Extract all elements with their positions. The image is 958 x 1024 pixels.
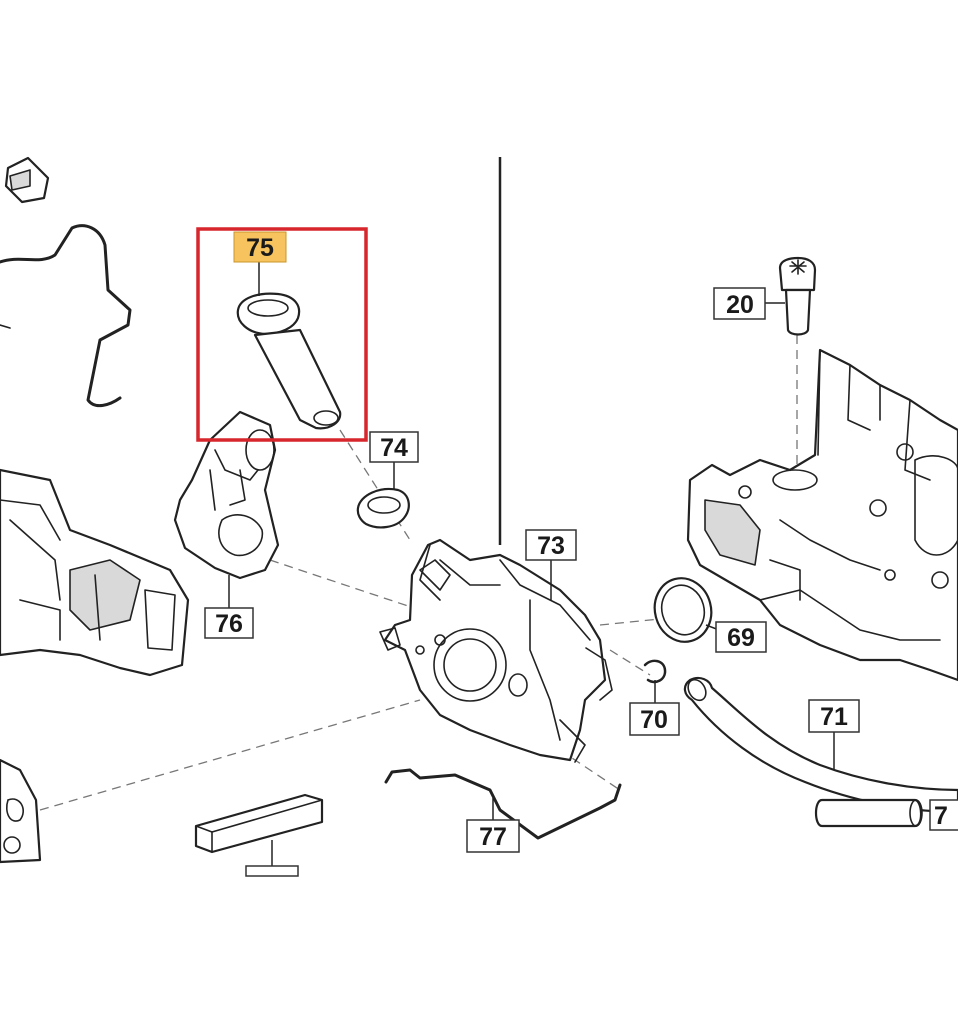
label-74: 74: [380, 434, 408, 462]
bottom-left-part: [0, 758, 42, 864]
label-75: 75: [246, 234, 274, 262]
label-73: 73: [537, 532, 565, 560]
part-76-adapter: [173, 410, 280, 580]
label-20: 20: [726, 291, 754, 319]
callout-76[interactable]: 76: [204, 607, 254, 639]
part-74-grommet: [356, 487, 410, 529]
callout-7x[interactable]: 7: [929, 799, 958, 831]
part-71-hose: [683, 676, 958, 814]
callout-75[interactable]: 75: [233, 231, 287, 263]
callout-cut-off: [245, 865, 299, 877]
left-housing-part: [0, 468, 190, 677]
wire-spring-part: [0, 224, 132, 408]
label-70: 70: [640, 706, 668, 734]
callout-69[interactable]: 69: [715, 621, 767, 653]
right-housing-part: [686, 348, 958, 682]
label-71: 71: [820, 703, 848, 731]
callout-77[interactable]: 77: [466, 819, 520, 853]
label-7x: 7: [934, 802, 948, 830]
short-tube-part: [814, 798, 923, 828]
part-73-carburetor: [379, 538, 613, 763]
small-block-part: [4, 156, 50, 204]
callout-70[interactable]: 70: [629, 702, 680, 736]
part-20-screw: [778, 256, 817, 336]
part-75-bolt: [236, 292, 342, 430]
callout-74[interactable]: 74: [369, 431, 419, 463]
part-77-rod: [384, 768, 622, 840]
callout-20[interactable]: 20: [713, 287, 766, 320]
part-69-ring: [653, 577, 713, 643]
label-76: 76: [215, 610, 243, 638]
highlight-frame: [196, 227, 368, 442]
part-70-clip: [643, 659, 667, 684]
callout-73[interactable]: 73: [525, 529, 577, 561]
label-69: 69: [727, 624, 755, 652]
filter-pad-part: [194, 793, 324, 854]
leader-lines: [228, 262, 835, 866]
callout-71[interactable]: 71: [808, 699, 860, 733]
label-77: 77: [479, 823, 507, 851]
